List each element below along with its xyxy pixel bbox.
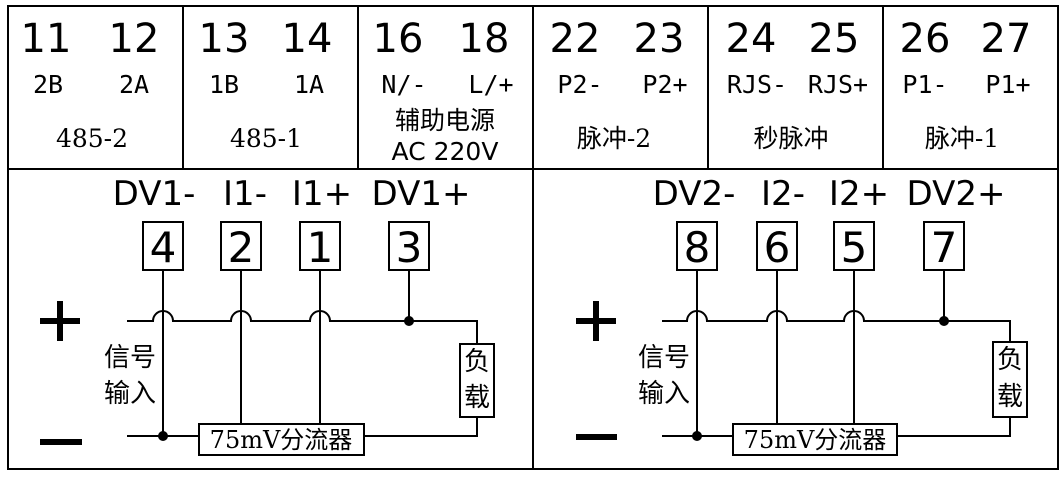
terminal-cell-485-1: 13 14 1B 1A 485-1 — [199, 16, 333, 153]
terminal-label: L/+ — [468, 70, 513, 99]
pin-label: I1- — [223, 174, 267, 214]
terminal-number: 16 — [373, 16, 424, 62]
terminal-box — [756, 221, 798, 271]
terminal-number: 23 — [634, 16, 685, 62]
terminal-label: P1- — [902, 70, 947, 99]
terminal-number: 18 — [459, 16, 510, 62]
pin-label: I1+ — [292, 174, 352, 214]
terminal-box-number: 4 — [150, 223, 177, 272]
pin-label: DV1- — [113, 174, 196, 214]
shunt-box — [732, 423, 898, 456]
signal-input-label: 信号 — [638, 343, 690, 373]
terminal-cell-second-pulse: 24 25 RJS- RJS+ 秒脉冲 — [726, 16, 869, 153]
terminal-label: 1B — [209, 70, 239, 99]
pin-label: I2- — [761, 174, 805, 214]
terminal-box-number: 2 — [228, 223, 255, 272]
terminal-group-label: 485-1 — [230, 124, 302, 153]
junction-dot — [939, 316, 949, 326]
terminal-group-label: 秒脉冲 — [753, 124, 828, 153]
terminal-box-number: 1 — [307, 223, 334, 272]
terminal-number: 24 — [726, 16, 777, 62]
terminal-box-number: 5 — [841, 223, 868, 272]
load-box — [992, 341, 1028, 418]
terminal-cell-aux-power: 16 18 N/- L/+ 辅助电源 AC 220V — [373, 16, 514, 166]
pin-label: DV2- — [653, 174, 736, 214]
terminal-number: 27 — [981, 16, 1032, 62]
plus-symbol — [576, 301, 616, 341]
terminal-group-label: 辅助电源 — [395, 106, 495, 135]
junction-dot — [404, 316, 414, 326]
terminal-cell-485-2: 11 12 2B 2A 485-2 — [21, 16, 160, 153]
terminal-label: 2B — [33, 70, 63, 99]
terminal-box — [220, 221, 262, 271]
pin-label: DV1+ — [372, 174, 471, 214]
shunt-label: 75mV分流器 — [210, 426, 353, 454]
junction-dot — [158, 431, 168, 441]
signal-input-label: 信号 — [104, 343, 156, 373]
positive-bus-wire — [662, 310, 1011, 342]
terminal-group-sublabel: AC 220V — [392, 137, 499, 166]
terminal-label: 2A — [119, 70, 149, 99]
terminal-label: P2- — [557, 70, 602, 99]
pin-label: I2+ — [829, 174, 889, 214]
terminal-box — [676, 221, 718, 271]
plus-symbol — [40, 301, 80, 341]
channel-1: DV1- I1- I1+ DV1+ 4 2 1 3 75mV分流器 — [40, 174, 495, 456]
terminal-cell-pulse-2: 22 23 P2- P2+ 脉冲-2 — [550, 16, 688, 153]
signal-input-label: 输入 — [638, 379, 690, 409]
terminal-number: 25 — [809, 16, 860, 62]
junction-dot — [692, 431, 702, 441]
load-label: 负 — [464, 347, 490, 377]
terminal-number: 12 — [109, 16, 160, 62]
terminal-box-number: 6 — [764, 223, 791, 272]
terminal-label: P1+ — [985, 70, 1030, 99]
terminal-group-label: 脉冲-1 — [925, 124, 999, 153]
terminal-label: RJS- — [727, 70, 787, 99]
load-label: 负 — [997, 345, 1023, 375]
signal-input-label: 输入 — [104, 379, 156, 409]
channel-2: DV2- I2- I2+ DV2+ 8 6 5 7 75mV分流器 负 载 信号… — [576, 174, 1028, 456]
terminal-label: P2+ — [642, 70, 687, 99]
terminal-box-number: 8 — [684, 223, 711, 272]
terminal-box — [388, 221, 430, 271]
terminal-number: 11 — [21, 16, 72, 62]
pin-label: DV2+ — [907, 174, 1006, 214]
shunt-label: 75mV分流器 — [744, 426, 887, 454]
terminal-label: N/- — [381, 70, 426, 99]
terminal-number: 22 — [550, 16, 601, 62]
load-box — [459, 343, 495, 418]
terminal-cell-pulse-1: 26 27 P1- P1+ 脉冲-1 — [900, 16, 1032, 153]
terminal-group-label: 485-2 — [56, 124, 128, 153]
terminal-number: 26 — [900, 16, 951, 62]
shunt-box — [198, 423, 365, 456]
positive-bus-wire — [127, 310, 478, 344]
terminal-box-number: 3 — [396, 223, 423, 272]
load-label: 载 — [997, 382, 1023, 412]
terminal-box-number: 7 — [931, 223, 958, 272]
terminal-group-label: 脉冲-2 — [577, 124, 651, 153]
terminal-number: 13 — [199, 16, 250, 62]
load-label: 载 — [464, 383, 490, 413]
terminal-label: 1A — [294, 70, 324, 99]
terminal-number: 14 — [282, 16, 333, 62]
terminal-label: RJS+ — [808, 70, 868, 99]
